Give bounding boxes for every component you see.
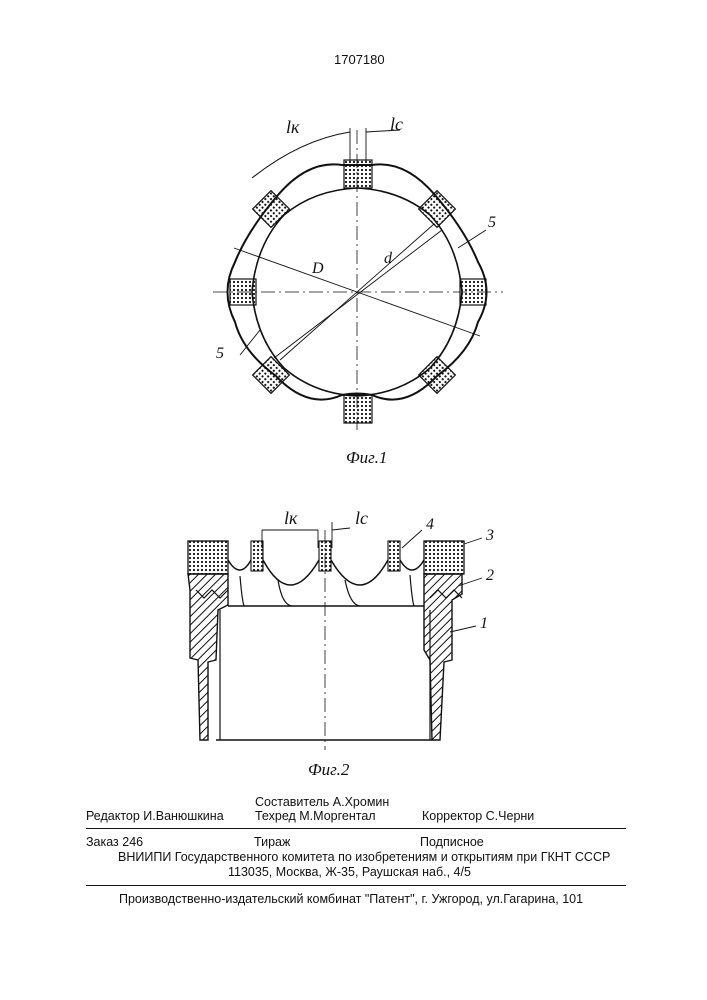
fig2-left-wall bbox=[188, 574, 228, 740]
footer-org-line: ВНИИПИ Государственного комитета по изоб… bbox=[118, 850, 610, 864]
footer-rule-1 bbox=[86, 828, 626, 829]
fig2-label-3: 3 bbox=[486, 527, 494, 545]
fig2-label-4: 4 bbox=[426, 516, 434, 534]
fig2-caption: Фиг.2 bbox=[308, 760, 349, 780]
footer-publisher-line: Производственно-издательский комбинат "П… bbox=[119, 892, 583, 906]
footer-address-line: 113035, Москва, Ж-35, Раушская наб., 4/5 bbox=[228, 865, 471, 879]
fig2-label-2: 2 bbox=[486, 567, 494, 585]
fig2-label-lk: lк bbox=[284, 508, 297, 529]
footer-circulation: Тираж bbox=[254, 835, 290, 849]
footer-composer: Составитель А.Хромин bbox=[255, 795, 389, 809]
fig2-cutter-left bbox=[188, 541, 228, 574]
fig2-label-lc: lс bbox=[355, 508, 368, 529]
footer-techred: Техред М.Моргентал bbox=[255, 809, 376, 823]
footer-subscription: Подписное bbox=[420, 835, 484, 849]
footer-editor: Редактор И.Ванюшкина bbox=[86, 809, 224, 823]
fig2-label-1: 1 bbox=[480, 615, 488, 633]
footer-corrector: Корректор С.Черни bbox=[422, 809, 534, 823]
fig2-cutter-right bbox=[424, 541, 464, 574]
footer-rule-2 bbox=[86, 885, 626, 886]
footer-order: Заказ 246 bbox=[86, 835, 143, 849]
